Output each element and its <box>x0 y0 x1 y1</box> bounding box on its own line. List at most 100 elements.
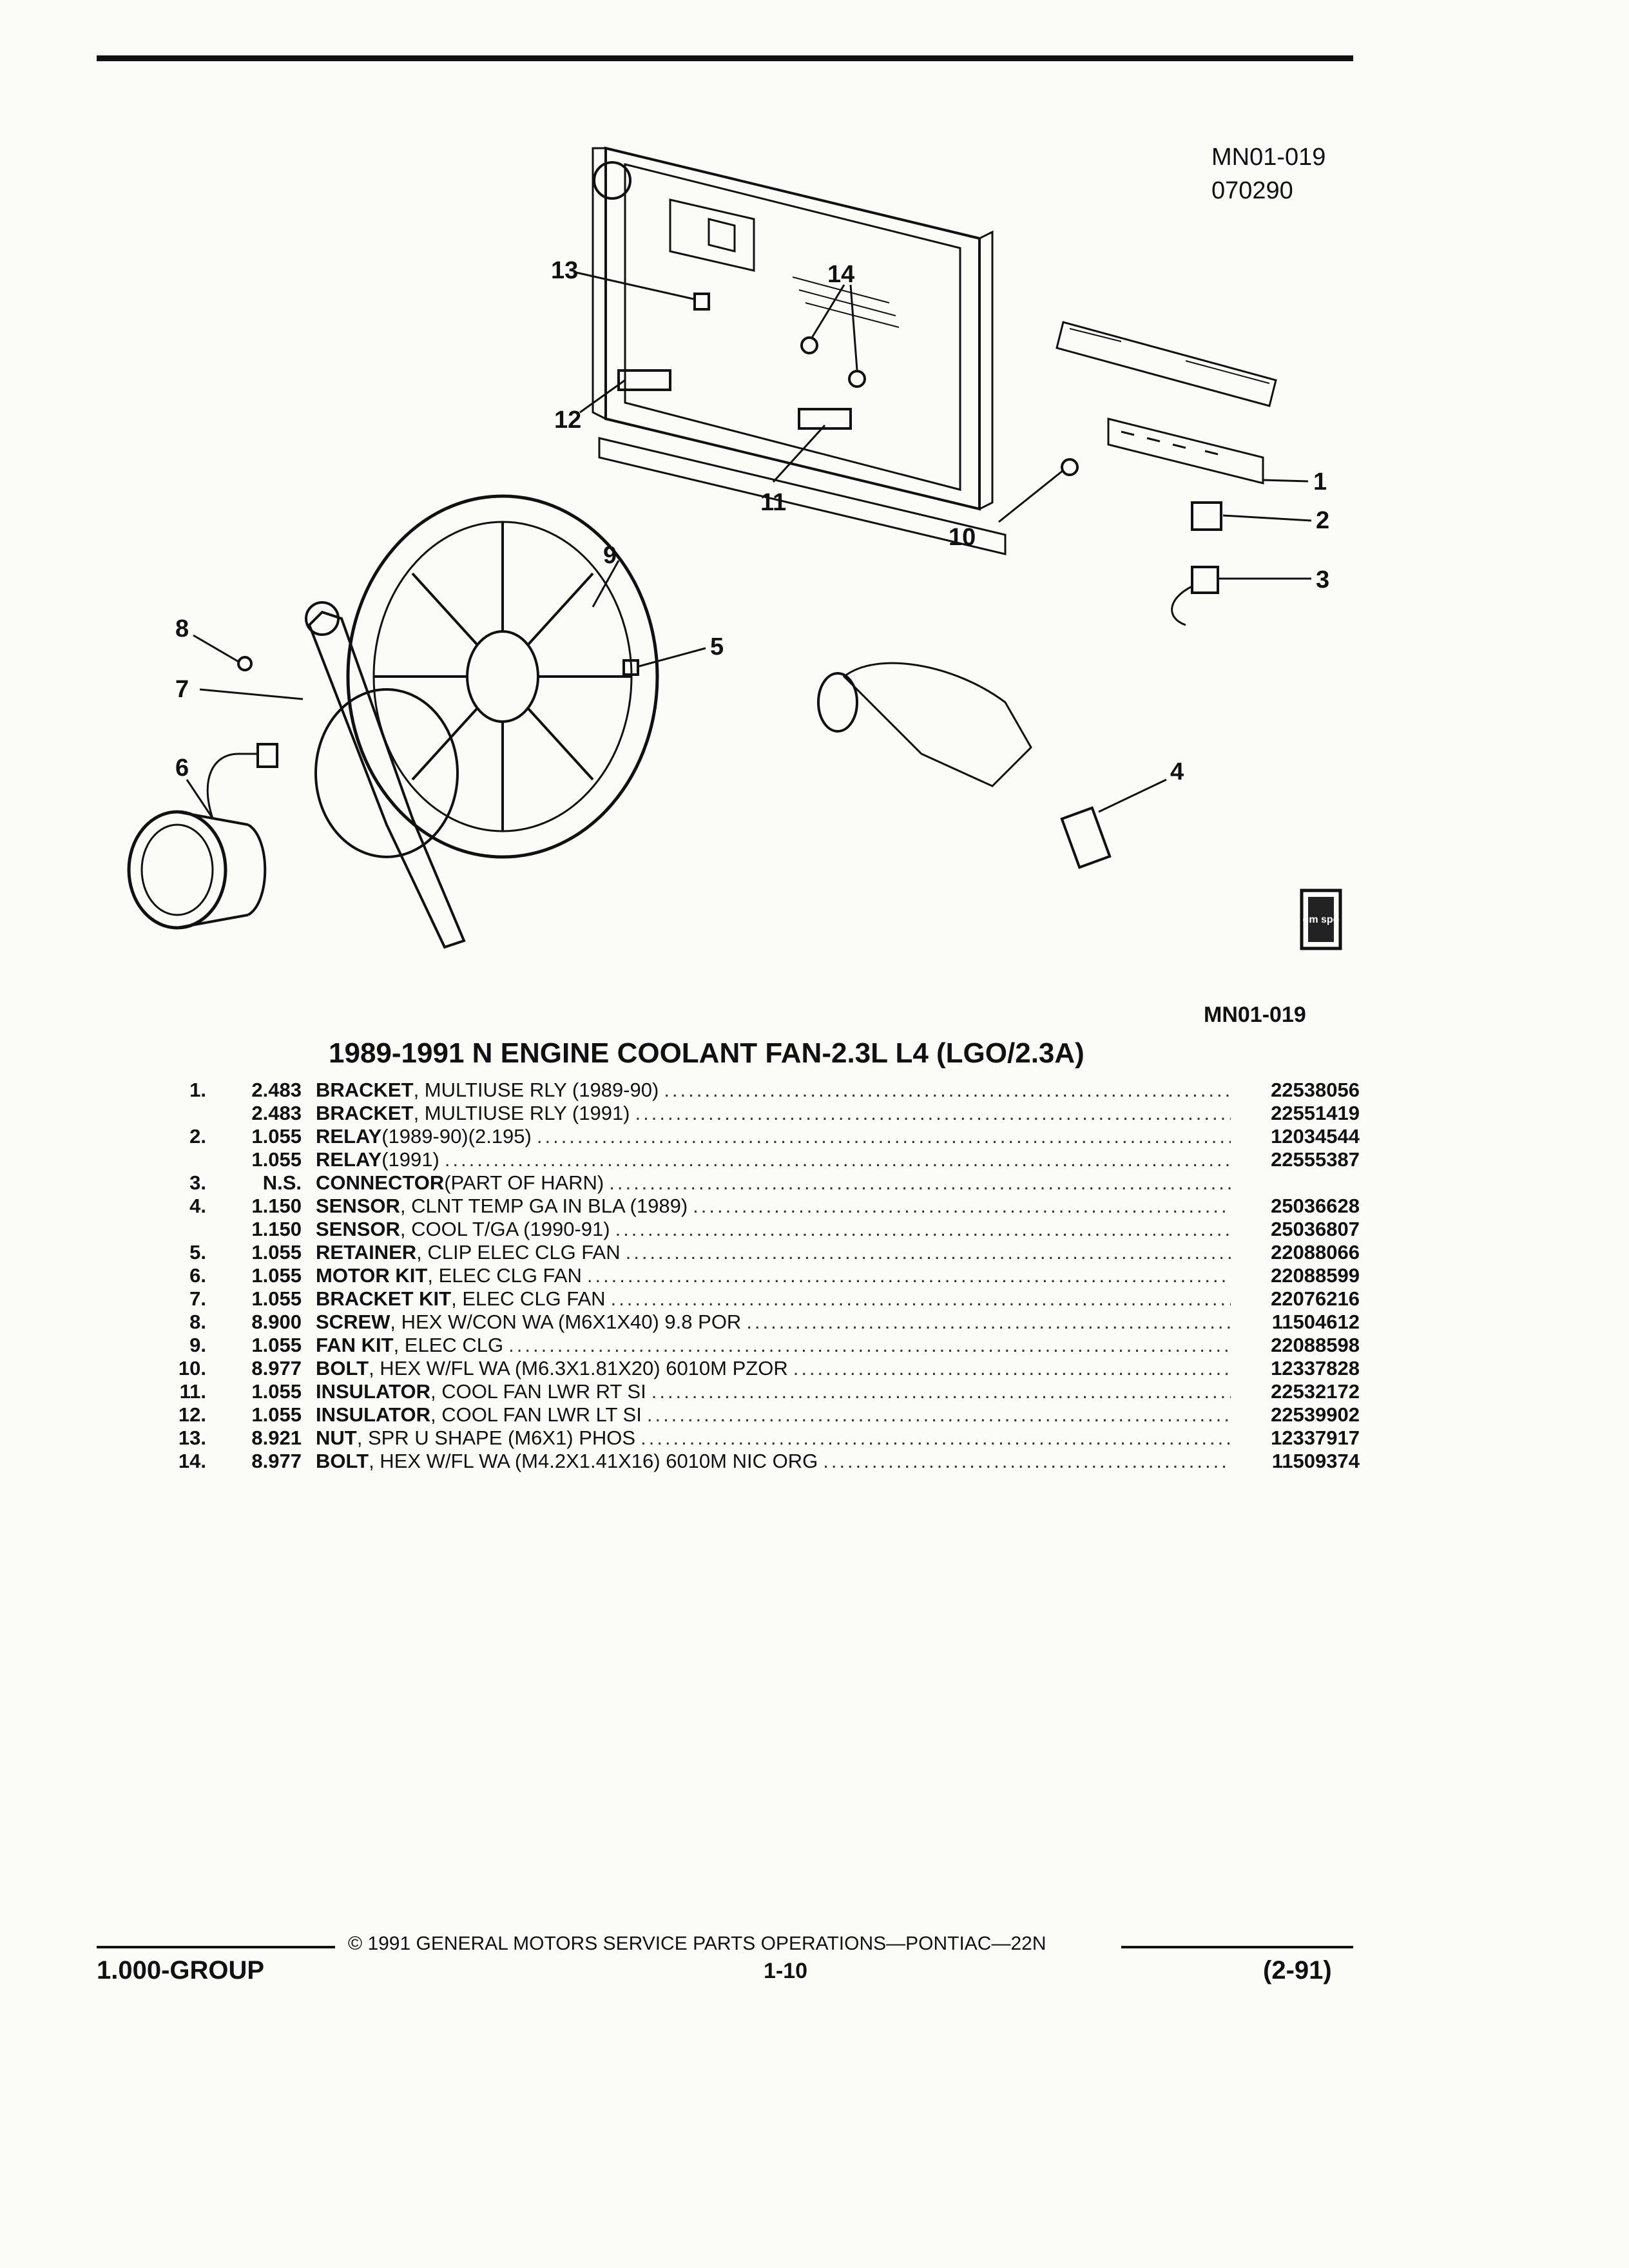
part-detail: , ELEC CLG <box>393 1334 504 1356</box>
part-name: BOLT <box>316 1450 369 1472</box>
part-group-number: 1.055 <box>251 1334 302 1356</box>
footer-rule-left <box>97 1946 335 1948</box>
part-name: RETAINER <box>316 1241 417 1264</box>
part-detail: , COOL T/GA (1990-91) <box>400 1218 610 1240</box>
exploded-parts-diagram: 13 14 12 11 10 1 2 3 4 5 9 8 7 6 gm spo <box>127 146 1342 950</box>
bolt-relay-bracket-illustration <box>1061 458 1079 476</box>
fan-illustration <box>346 494 659 859</box>
part-name: BRACKET <box>316 1079 414 1101</box>
part-name: NUT <box>316 1427 357 1449</box>
part-group-number: 1.150 <box>251 1195 302 1217</box>
callout-2: 2 <box>1316 507 1329 534</box>
callout-5: 5 <box>710 633 724 660</box>
part-detail: (1991) <box>381 1148 439 1171</box>
part-description: RELAY (1989-90)(2.195) <box>316 1125 1231 1148</box>
part-name: INSULATOR <box>316 1403 430 1426</box>
part-group-number: 8.977 <box>251 1357 302 1379</box>
part-description: SCREW , HEX W/CON WA (M6X1X40) 9.8 POR <box>316 1311 1231 1334</box>
part-number: 25036807 <box>1271 1218 1360 1240</box>
part-detail: , COOL FAN LWR LT SI <box>430 1403 642 1426</box>
footer-date: (2-91) <box>1263 1956 1332 1984</box>
part-index: 5. <box>189 1241 206 1264</box>
callout-1: 1 <box>1313 468 1327 495</box>
callout-7: 7 <box>175 676 189 703</box>
relay-illustration <box>1191 501 1222 531</box>
insulator-left-illustration <box>617 369 671 391</box>
callout-11: 11 <box>760 489 786 516</box>
dot-leader <box>606 1287 1231 1311</box>
diagram-code-block: MN01-019 070290 <box>1211 140 1325 207</box>
callout-12: 12 <box>554 407 581 434</box>
svg-text:gm spo: gm spo <box>1303 914 1340 925</box>
part-index: 1. <box>189 1079 206 1101</box>
part-number: 22088066 <box>1271 1241 1360 1264</box>
part-detail: (PART OF HARN) <box>444 1171 604 1194</box>
part-detail: , MULTIUSE RLY (1991) <box>413 1102 630 1124</box>
part-description: INSULATOR , COOL FAN LWR RT SI <box>316 1380 1231 1403</box>
part-detail: , ELEC CLG FAN <box>427 1264 582 1287</box>
part-number: 25036628 <box>1271 1195 1360 1217</box>
footer-rule-right <box>1121 1946 1353 1948</box>
dot-leader <box>604 1171 1231 1195</box>
part-group-number: 1.055 <box>251 1125 302 1148</box>
part-number: 22551419 <box>1271 1102 1360 1124</box>
dot-leader <box>788 1357 1231 1380</box>
callout-4: 4 <box>1170 758 1184 785</box>
fan-motor-illustration <box>127 743 278 930</box>
part-description: CONNECTOR (PART OF HARN) <box>316 1171 1231 1195</box>
parts-row: 5. 1.055 RETAINER , CLIP ELEC CLG FAN 22088… <box>161 1241 1360 1264</box>
part-number: 22088599 <box>1271 1264 1360 1287</box>
part-group-number: 1.150 <box>251 1218 302 1240</box>
callout-10: 10 <box>949 524 976 551</box>
part-description: MOTOR KIT , ELEC CLG FAN <box>316 1264 1231 1287</box>
part-group-number: 1.055 <box>251 1148 302 1171</box>
part-description: BRACKET , MULTIUSE RLY (1989-90) <box>316 1079 1231 1102</box>
part-index: 12. <box>178 1403 206 1426</box>
part-number: 11504612 <box>1271 1311 1360 1333</box>
coolant-sensor-illustration <box>817 662 1112 869</box>
part-description: NUT , SPR U SHAPE (M6X1) PHOS <box>316 1427 1231 1450</box>
part-detail: , CLIP ELEC CLG FAN <box>416 1241 621 1264</box>
multiuse-relay-bracket-illustration <box>1055 321 1277 485</box>
part-detail: , MULTIUSE RLY (1989-90) <box>413 1079 659 1101</box>
callout-14: 14 <box>827 261 854 288</box>
diagram-code: MN01-019 <box>1211 144 1326 171</box>
part-detail: , HEX W/FL WA (M6.3X1.81X20) 6010M PZOR <box>369 1357 788 1379</box>
part-number: 22538056 <box>1271 1079 1360 1101</box>
part-detail: , HEX W/FL WA (M4.2X1.41X16) 6010M NIC O… <box>369 1450 818 1472</box>
part-number: 22076216 <box>1271 1287 1360 1310</box>
part-group-number: 1.055 <box>251 1241 302 1264</box>
dot-leader <box>630 1102 1231 1125</box>
dot-leader <box>503 1334 1231 1357</box>
callout-3: 3 <box>1316 566 1329 593</box>
nut-illustration <box>693 293 710 311</box>
dot-leader <box>610 1218 1231 1241</box>
part-name: MOTOR KIT <box>316 1264 428 1287</box>
bolt-top-left-illustration <box>800 336 818 354</box>
screw-illustration <box>237 656 253 671</box>
part-index: 2. <box>189 1125 206 1148</box>
bolt-top-right-illustration <box>848 370 866 388</box>
parts-row: 1. 2.483 BRACKET , MULTIUSE RLY (1989-90) 2… <box>161 1079 1360 1102</box>
part-detail: (1989-90)(2.195) <box>381 1125 532 1148</box>
dot-leader <box>646 1380 1231 1403</box>
callout-leaders <box>186 271 1312 819</box>
part-group-number: 8.900 <box>251 1311 302 1333</box>
fan-bracket-illustration <box>305 601 466 949</box>
insulator-right-illustration <box>798 408 852 430</box>
part-group-number: 2.483 <box>251 1102 302 1124</box>
dot-leader <box>621 1241 1231 1264</box>
part-group-number: 2.483 <box>251 1079 302 1101</box>
part-name: INSULATOR <box>316 1380 430 1403</box>
dot-leader <box>818 1450 1231 1473</box>
